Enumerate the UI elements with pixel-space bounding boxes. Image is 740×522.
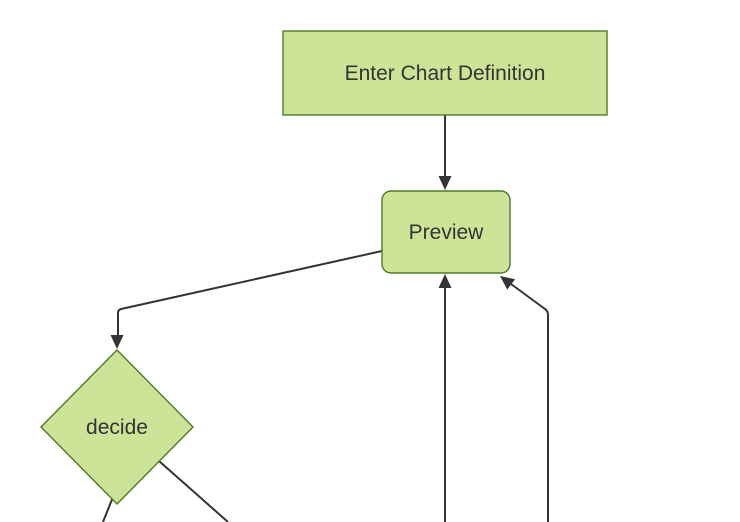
edge-line (117, 250, 383, 344)
edge-line (158, 460, 229, 522)
edge-line (102, 496, 114, 522)
arrowhead-up-icon (438, 274, 452, 288)
node-label-preview: Preview (409, 221, 485, 244)
edge-offscreen-to-preview-bottom (438, 274, 452, 522)
node-label-decide: decide (86, 416, 148, 439)
node-diamond (40, 349, 194, 505)
node-label-enter-chart-definition: Enter Chart Definition (345, 62, 546, 85)
edge-preview-to-decide (110, 250, 383, 349)
node-preview: Preview (381, 190, 511, 274)
arrowhead-up-left-icon (500, 276, 516, 290)
node-enter-chart-definition: Enter Chart Definition (282, 30, 608, 116)
edge-offscreen-to-preview-corner (500, 276, 549, 522)
arrowhead-down-icon (110, 335, 124, 349)
arrowhead-down-icon (438, 176, 452, 190)
edge-enter-chart-definition-to-preview (438, 115, 452, 190)
node-decide: decide (40, 349, 194, 505)
edge-decide-to-offscreen-left (102, 496, 114, 522)
node-rect (282, 30, 608, 116)
edge-decide-to-offscreen-right (158, 460, 229, 522)
node-rounded-rect (381, 190, 511, 274)
edge-line (510, 283, 549, 522)
